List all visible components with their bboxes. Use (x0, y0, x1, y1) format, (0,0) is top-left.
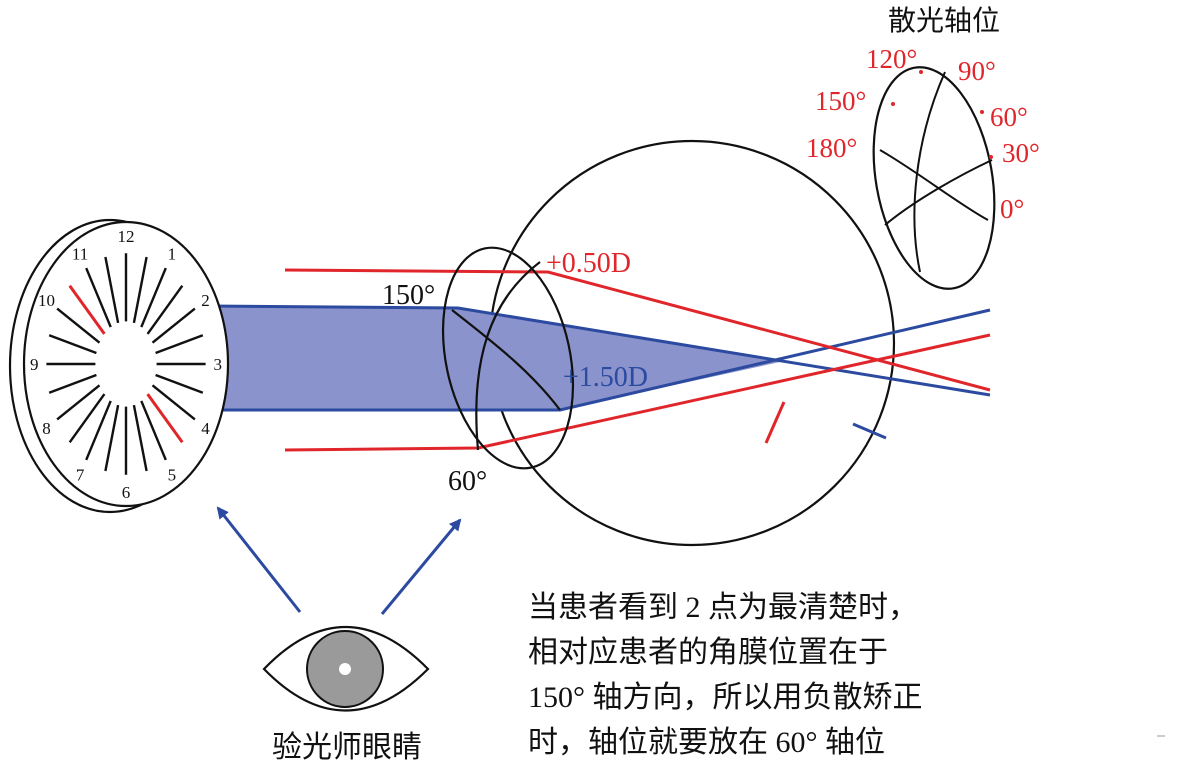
axis-label-90: 90° (958, 56, 996, 86)
examiner-label: 验光师眼睛 (272, 731, 422, 764)
retina-mark-red (764, 401, 786, 444)
dial-spoke (155, 373, 204, 394)
dial-spoke-highlighted (68, 284, 106, 335)
dial-number-2: 2 (201, 291, 210, 310)
explanation-line-1: 当患者看到 2 点为最清楚时， (528, 591, 918, 624)
lens-arc-150 (451, 309, 561, 411)
explanation-line-4: 时，轴位就要放在 60° 轴位 (528, 726, 885, 759)
dial-spoke (151, 307, 196, 344)
axis-label-120: 120° (866, 44, 917, 74)
axis-dot-30 (989, 155, 993, 159)
axis-label-180: 180° (806, 133, 857, 163)
dial-spoke (132, 404, 148, 472)
examiner-eye (262, 626, 430, 712)
dial-number-3: 3 (214, 355, 223, 374)
dial-number-10: 10 (38, 291, 55, 310)
lens-angle-60-label: 60° (448, 466, 487, 497)
dial-spoke (140, 400, 167, 461)
axis-label-150: 150° (815, 86, 866, 116)
axis-diagram-title: 散光轴位 (888, 5, 1000, 37)
dial-number-7: 7 (76, 466, 85, 485)
dial-number-8: 8 (42, 419, 51, 438)
axis-globe-meridian (913, 71, 946, 273)
dial-spoke (155, 334, 204, 355)
dial-spoke (85, 400, 112, 461)
dial-spoke (48, 334, 97, 355)
dial-number-5: 5 (168, 466, 177, 485)
power-red-label: +0.50D (546, 248, 631, 279)
blue-light-cone (68, 306, 780, 410)
dial-spoke (104, 256, 120, 324)
examiner-pupil-highlight (339, 663, 351, 675)
dial-spoke (56, 384, 101, 421)
axis-dot-60 (980, 110, 984, 114)
dial-spoke (151, 384, 196, 421)
dial-spokes (46, 253, 206, 475)
blue-beam-top (207, 304, 991, 397)
dial-spoke (68, 393, 106, 444)
retina-mark-blue (852, 422, 887, 440)
cornea-lens (441, 246, 575, 470)
axis-diagram: 散光轴位 120° 90° 150° 60° 180° 30° 0° (806, 5, 1040, 290)
lens-arc-60 (475, 261, 541, 451)
dial-number-4: 4 (201, 419, 210, 438)
axis-dot-120 (919, 70, 923, 74)
red-beam-top (284, 268, 991, 392)
dial-number-12: 12 (118, 227, 135, 246)
dial-spoke-highlighted (146, 393, 184, 444)
dial-spoke (56, 307, 101, 344)
axis-label-30: 30° (1002, 138, 1040, 168)
dial-spoke (104, 404, 120, 472)
axis-globe-equator-a (879, 149, 989, 221)
dial-number-11: 11 (72, 244, 88, 263)
dial-number-6: 6 (122, 483, 131, 502)
explanation-text: 当患者看到 2 点为最清楚时， 相对应患者的角膜位置在于 150° 轴方向，所以用负… (528, 591, 923, 759)
explanation-line-2: 相对应患者的角膜位置在于 (528, 636, 888, 669)
dial-spoke (140, 267, 167, 328)
arrow-to-dial (216, 506, 302, 613)
explanation-line-3: 150° 轴方向，所以用负散矫正 (528, 681, 923, 714)
arrow-to-lens (380, 518, 462, 615)
dial-number-1: 1 (168, 244, 177, 263)
axis-globe-equator-b (884, 159, 993, 226)
axis-dot-150 (891, 102, 895, 106)
dial-spoke (132, 256, 148, 324)
lens-angle-150-label: 150° (382, 280, 435, 311)
dial-spoke (146, 284, 184, 335)
axis-globe (872, 66, 996, 290)
dial-number-9: 9 (30, 355, 39, 374)
dial-spoke (85, 267, 112, 328)
dial-spoke (48, 373, 97, 394)
axis-label-0: 0° (1000, 194, 1024, 224)
axis-labels: 120° 90° 150° 60° 180° 30° 0° (806, 44, 1040, 224)
axis-label-60: 60° (990, 102, 1028, 132)
power-blue-label: +1.50D (563, 362, 648, 393)
